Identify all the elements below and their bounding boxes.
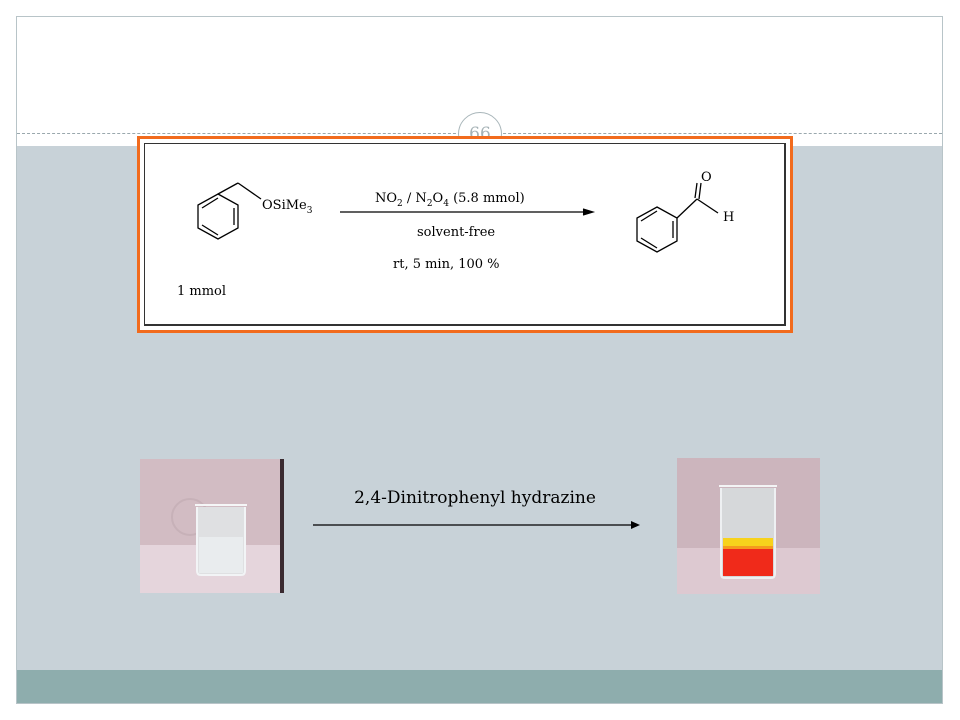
reactant-amount-label: 1 mmol [177, 284, 226, 299]
slide-footer-bar [17, 670, 942, 703]
product-oxygen-label: O [701, 170, 712, 185]
slide-frame [16, 16, 943, 704]
beaker-photo-after [677, 458, 820, 594]
reactant-group-label: OSiMe3 [262, 198, 313, 216]
reagent-line-3: rt, 5 min, 100 % [393, 257, 500, 272]
reaction-arrow [340, 208, 596, 216]
reagent-line-1: NO2 / N2O4 (5.8 mmol) [375, 191, 525, 209]
product-hydrogen-label: H [723, 210, 734, 225]
beaker-before-illustration [140, 459, 284, 593]
reaction-scheme: OSiMe3 1 mmol NO2 / N2O4 (5.8 mmol) solv… [137, 136, 793, 333]
reaction-scheme-drawing: OSiMe3 1 mmol NO2 / N2O4 (5.8 mmol) solv… [177, 170, 734, 299]
test-reagent-label: 2,4-Dinitrophenyl hydrazine [354, 488, 596, 508]
beaker-after-illustration [677, 458, 820, 594]
beaker-photo-before [140, 459, 284, 593]
scheme-inner-border [144, 143, 786, 326]
reactant-benzene-ring [197, 182, 262, 240]
product-benzene-ring [636, 182, 719, 253]
test-reaction-arrow [313, 521, 640, 529]
reagent-line-2: solvent-free [417, 225, 495, 240]
